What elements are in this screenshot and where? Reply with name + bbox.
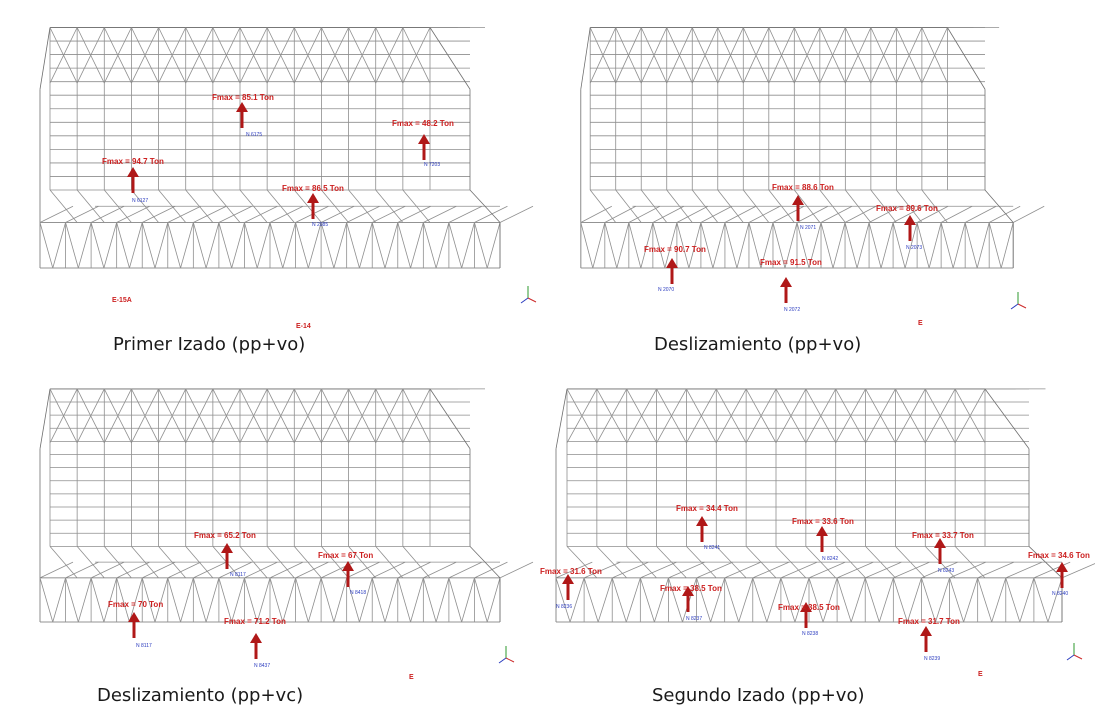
panel-deslizamiento-vo: Fmax = 88.6 Ton N 2071 Fmax = 89.6 Ton N… [562,8,1045,333]
load-label: Fmax = 31.6 Ton [540,567,602,576]
load-label: Fmax = 70 Ton [108,600,163,609]
load-arrow [1056,562,1068,588]
load-arrow [792,195,804,221]
structure-diagram: Fmax = 88.6 Ton N 2071 Fmax = 89.6 Ton N… [580,27,1045,327]
panel-primer-izado: Fmax = 85.1 Ton N 6175 Fmax = 48.2 Ton N… [20,8,537,333]
load-label: Fmax = 94.7 Ton [102,157,164,166]
load-arrow [696,516,708,542]
structure-diagram: Fmax = 65.2 Ton N 8117 Fmax = 67 Ton N 8… [39,388,534,681]
load-label: Fmax = 48.2 Ton [392,119,454,128]
node-label: N 6127 [132,198,148,204]
load-arrow [418,134,430,160]
load-label: Fmax = 34.6 Ton [1028,551,1090,560]
load-label: Fmax = 89.6 Ton [876,204,938,213]
load-arrow [250,633,262,659]
node-label: N 8238 [802,631,818,637]
caption: Deslizamiento (pp+vc) [97,685,304,706]
node-label: N 8241 [704,545,720,551]
axis-gizmo [520,286,537,304]
structure-diagram: Fmax = 34.4 Ton N 8241 Fmax = 33.6 Ton N… [540,388,1095,678]
node-label: N 2070 [658,287,674,293]
node-label: N 8237 [686,616,702,622]
truss-frame [39,388,534,623]
load-label: Fmax = 67 Ton [318,551,373,560]
load-label: Fmax = 90.7 Ton [644,245,706,254]
load-arrow [221,543,233,569]
marker-label: E-15A [112,297,132,304]
load-label: Fmax = 88.6 Ton [772,183,834,192]
load-arrow [666,258,678,284]
node-label: N 7203 [424,162,440,168]
axis-gizmo [1066,643,1083,661]
node-label: N 8240 [1052,591,1068,597]
load-label: Fmax = 91.5 Ton [760,258,822,267]
load-label: Fmax = 71.2 Ton [224,617,286,626]
truss-frame [555,388,1095,623]
node-label: N 2071 [800,225,816,231]
load-arrow [780,277,792,303]
axis-gizmo [1010,292,1027,310]
node-label: N 8239 [924,656,940,662]
marker-label: E [409,674,414,681]
caption: Deslizamiento (pp+vo) [654,334,862,355]
node-label: N 2072 [784,307,800,313]
load-label: Fmax = 65.2 Ton [194,531,256,540]
load-label: Fmax = 38.5 Ton [778,603,840,612]
load-arrow [127,167,139,193]
caption: Segundo Izado (pp+vo) [652,685,865,706]
load-label: Fmax = 31.7 Ton [898,617,960,626]
load-label: Fmax = 34.4 Ton [676,504,738,513]
node-label: N 6175 [246,132,262,138]
load-label: Fmax = 33.6 Ton [792,517,854,526]
structure-diagram: Fmax = 85.1 Ton N 6175 Fmax = 48.2 Ton N… [39,27,537,330]
node-label: N 8243 [938,568,954,574]
marker-label: E-14 [296,323,311,330]
node-label: N 2085 [312,222,328,228]
load-label: Fmax = 85.1 Ton [212,93,274,102]
load-arrow [236,102,248,128]
marker-label: E [978,671,983,678]
node-label: N 8418 [350,590,366,596]
load-arrow [904,215,916,241]
load-arrow [816,526,828,552]
load-arrow [562,574,574,600]
load-arrow [128,612,140,638]
load-arrow [342,561,354,587]
node-label: N 8236 [556,604,572,610]
node-label: N 8437 [254,663,270,669]
node-label: N 8242 [822,556,838,562]
truss-frame [580,27,1045,269]
load-arrow [800,602,812,628]
truss-frame [39,27,534,269]
marker-label: E [918,320,923,327]
node-label: N 2073 [906,245,922,251]
load-label: Fmax = 86.5 Ton [282,184,344,193]
load-arrow [307,193,319,219]
load-label: Fmax = 33.7 Ton [912,531,974,540]
panel-deslizamiento-vc: Fmax = 65.2 Ton N 8117 Fmax = 67 Ton N 8… [20,370,534,685]
load-arrow [920,626,932,652]
load-arrow [682,586,694,612]
caption: Primer Izado (pp+vo) [113,334,306,355]
panel-segundo-izado: Fmax = 34.4 Ton N 8241 Fmax = 33.6 Ton N… [534,370,1095,685]
axis-gizmo [498,646,515,664]
node-label: N 8117 [230,572,246,578]
load-label: Fmax = 38.5 Ton [660,584,722,593]
node-label: N 8117 [136,643,152,649]
load-arrow [934,538,946,564]
